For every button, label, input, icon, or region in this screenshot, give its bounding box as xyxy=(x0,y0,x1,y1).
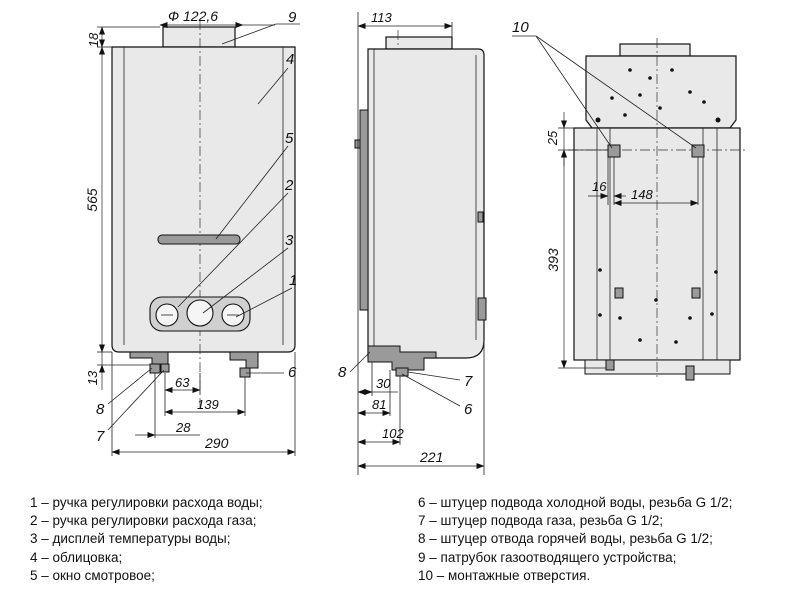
dim-81: 81 xyxy=(372,397,386,412)
legend-item: 6 – штуцер подвода холодной воды, резьба… xyxy=(418,495,733,510)
dim-221: 221 xyxy=(419,449,443,465)
side-fittings xyxy=(367,345,437,371)
dim-diameter: Ф 122,6 xyxy=(168,8,218,24)
mounting-hole-left xyxy=(607,144,621,158)
legend-left: 1 – ручка регулировки расхода воды; 2 – … xyxy=(30,494,263,585)
dim-25: 25 xyxy=(545,130,560,146)
legend-item: 10 – монтажные отверстия. xyxy=(418,567,591,583)
callout-8: 8 xyxy=(96,401,105,418)
dim-30: 30 xyxy=(376,376,391,391)
side-view xyxy=(354,30,487,377)
back-dimensions: 10 25 16 148 393 xyxy=(512,19,699,369)
front-dimensions: Ф 122,6 9 4 5 2 3 1 6 8 7 18 xyxy=(84,8,300,456)
legend-item: 7 – штуцер подвода газа, резьба G 1/2; xyxy=(418,513,664,529)
side-casing xyxy=(367,48,485,359)
legend-item: 4 – облицовка; xyxy=(30,549,123,565)
legend-item: 3 – дисплей температуры воды; xyxy=(30,531,231,547)
dim-290: 290 xyxy=(204,435,229,451)
callout-6: 6 xyxy=(288,364,297,381)
gas-inlet xyxy=(160,363,170,373)
sight-window xyxy=(157,234,241,245)
back-view xyxy=(568,38,745,381)
dim-102: 102 xyxy=(382,426,404,441)
front-casing xyxy=(111,46,296,353)
side-knob xyxy=(477,297,487,321)
bottom-fitting-left xyxy=(129,351,169,365)
dim-565: 565 xyxy=(84,188,100,212)
flue-pipe xyxy=(162,26,236,48)
legend-item: 5 – окно смотровое; xyxy=(30,567,155,583)
dim-393: 393 xyxy=(545,248,561,272)
callout-7: 7 xyxy=(96,428,105,445)
dim-148: 148 xyxy=(631,187,653,202)
back-hole-b xyxy=(691,287,701,299)
technical-drawing: Ф 122,6 9 4 5 2 3 1 6 8 7 18 xyxy=(84,8,745,475)
front-view xyxy=(111,20,296,410)
back-pipe-b xyxy=(685,365,695,381)
back-pipe-a xyxy=(605,359,615,371)
callout-3: 3 xyxy=(285,232,294,249)
dim-18: 18 xyxy=(86,32,101,47)
side-pin xyxy=(354,139,361,149)
callout-10: 10 xyxy=(512,19,529,36)
legend-right: 6 – штуцер подвода холодной воды, резьба… xyxy=(418,494,732,585)
dim-139: 139 xyxy=(197,397,219,412)
dim-28: 28 xyxy=(175,420,191,435)
callout-2: 2 xyxy=(284,177,294,194)
back-flue xyxy=(619,43,691,57)
dim-16: 16 xyxy=(592,179,607,194)
dim-113: 113 xyxy=(371,10,392,25)
side-callout-7: 7 xyxy=(464,373,473,390)
side-outlet xyxy=(395,367,409,377)
dim-13: 13 xyxy=(85,370,100,385)
side-clip xyxy=(477,211,484,223)
callout-1: 1 xyxy=(289,272,297,289)
legend-item: 8 – штуцер отвода горячей воды, резьба G… xyxy=(418,531,713,547)
bottom-fitting-right xyxy=(229,351,259,369)
legend-item: 1 – ручка регулировки расхода воды; xyxy=(30,495,263,510)
callout-9: 9 xyxy=(288,9,297,26)
side-callout-6: 6 xyxy=(464,401,473,418)
side-callout-8: 8 xyxy=(338,364,347,381)
callout-4: 4 xyxy=(286,51,294,68)
back-hole-a xyxy=(614,287,624,299)
plate-dots xyxy=(595,68,721,344)
cold-water-inlet xyxy=(239,367,251,378)
legend-item: 9 – патрубок газоотводящего устройства; xyxy=(418,549,677,565)
wall-bracket xyxy=(359,109,369,311)
callout-5: 5 xyxy=(285,130,294,147)
back-top-plate xyxy=(585,55,737,129)
legend-item: 2 – ручка регулировки расхода газа; xyxy=(30,513,257,529)
side-dimensions: 113 30 81 102 221 8 7 6 xyxy=(338,10,485,475)
display-icon xyxy=(186,299,214,327)
dim-63: 63 xyxy=(175,375,190,390)
side-flue xyxy=(385,36,453,50)
